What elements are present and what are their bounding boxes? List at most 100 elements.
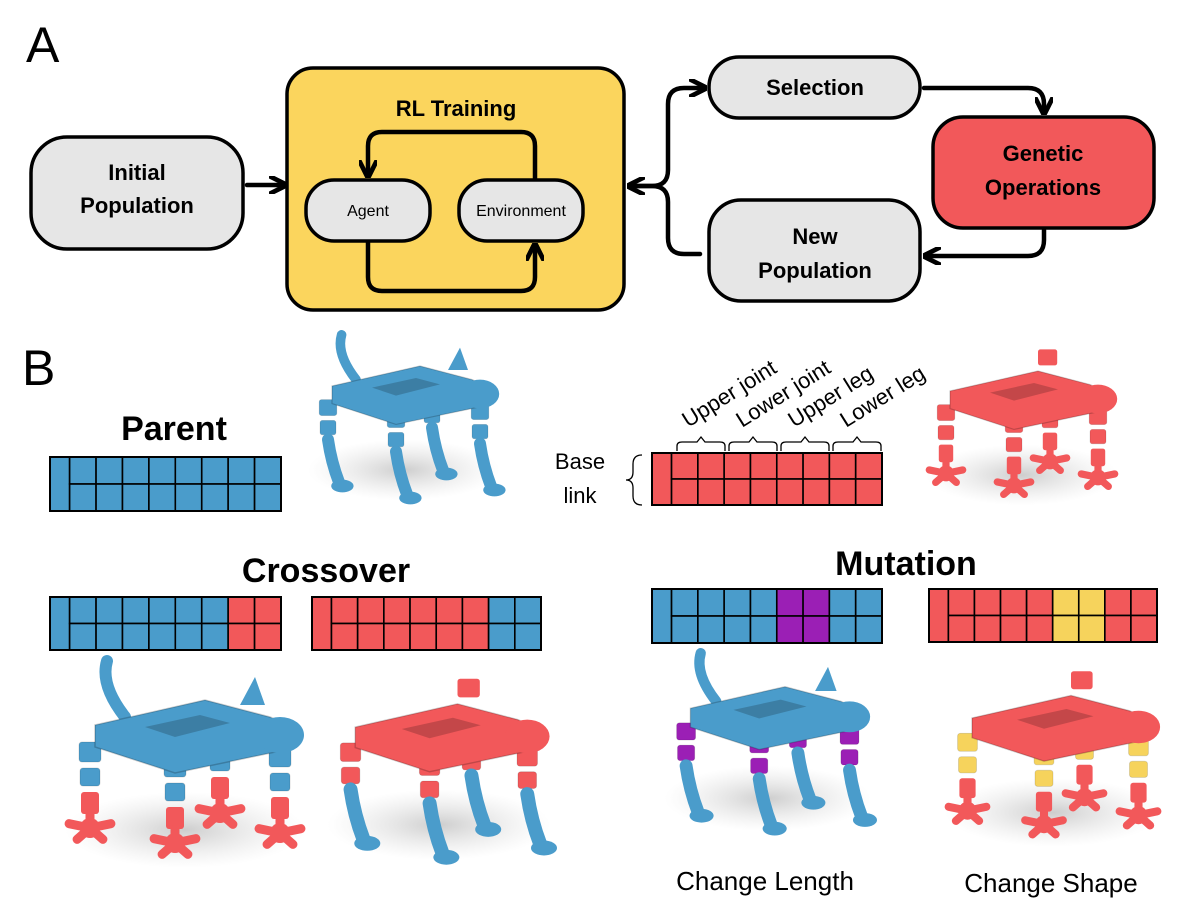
- panel-a-letter: A: [26, 17, 60, 73]
- robot-top-block: [1071, 671, 1093, 690]
- genome-cell: [1025, 588, 1054, 617]
- brace-upper-joint: [676, 435, 726, 451]
- robot-upper-leg: [1076, 764, 1093, 785]
- reference-robot-icon: [925, 349, 1119, 506]
- robot-lower-leg: [520, 787, 548, 852]
- robot-lower-joint: [340, 766, 361, 785]
- genome-cell: [356, 596, 385, 625]
- genome-cell: [999, 614, 1028, 643]
- robot-ear: [815, 666, 837, 691]
- genome-cell: [95, 483, 124, 512]
- parent-robot-icon: [308, 330, 506, 505]
- robot-body-cavity: [372, 378, 440, 396]
- genome-cell: [487, 622, 516, 651]
- robot-upper-leg: [81, 792, 99, 814]
- genome-border: [651, 588, 883, 644]
- robot-foot-hub: [210, 803, 230, 823]
- base-link-label-line2: link: [563, 483, 597, 508]
- genome-cell: [95, 456, 124, 485]
- genome-cell: [174, 622, 203, 651]
- genome-border: [651, 452, 883, 506]
- genome-cell: [854, 478, 883, 506]
- parent-title: Parent: [121, 410, 227, 448]
- robot-shadow: [65, 792, 305, 868]
- genome-cell: [174, 483, 203, 512]
- genome-base-cell: [651, 588, 673, 644]
- genome-cell: [68, 622, 97, 651]
- new-population-node: New Population: [707, 198, 922, 303]
- robot-lower-joint: [677, 744, 696, 762]
- genome-cell: [487, 596, 516, 625]
- arrow-newpop-to-rl: [634, 186, 703, 257]
- genome-cell: [1077, 588, 1106, 617]
- genome-cell: [854, 615, 883, 644]
- robot-body-cavity: [990, 383, 1058, 401]
- genome-cell: [670, 588, 699, 617]
- robot-lower-joint: [269, 772, 291, 792]
- genome-cell: [409, 596, 438, 625]
- robot-lower-joint: [387, 432, 405, 448]
- genome-cell: [95, 622, 124, 651]
- robot-top-block: [1038, 349, 1058, 366]
- robot-lower-joint: [471, 424, 489, 440]
- robot-lower-leg: [322, 433, 346, 489]
- genome-cell: [253, 483, 282, 512]
- robot-lower-joint: [1005, 437, 1023, 453]
- genome-cell: [121, 483, 150, 512]
- genome-cell: [514, 622, 542, 651]
- robot-foot-hub: [1042, 453, 1058, 470]
- robot-foot: [852, 813, 878, 827]
- mutation-length-genome: [651, 588, 883, 644]
- robot-head: [256, 717, 304, 753]
- robot-head: [1078, 384, 1118, 414]
- robot-foot: [354, 835, 381, 851]
- environment-label: Environment: [476, 203, 566, 220]
- robot-foot: [399, 491, 422, 505]
- crossover-robot-icon-1: [64, 655, 306, 868]
- genome-cell: [253, 622, 282, 651]
- robot-foot-hub: [165, 833, 185, 853]
- genome-cell: [461, 596, 490, 625]
- robot-lower-leg: [752, 772, 778, 832]
- robot-foot: [331, 479, 354, 493]
- mutation-shape-genome: [928, 588, 1158, 643]
- genome-cell: [253, 456, 282, 485]
- robot-upper-leg: [1035, 791, 1053, 812]
- change-shape-caption: Change Shape: [964, 868, 1137, 898]
- robot-shadow: [926, 444, 1118, 506]
- genome-cell: [383, 622, 411, 651]
- environment-box: [457, 178, 585, 243]
- genome-border: [311, 596, 542, 651]
- genome-cell: [802, 588, 831, 617]
- panel-b-letter: B: [22, 340, 55, 396]
- robot-foot: [483, 483, 506, 497]
- robot-upper-leg: [1090, 448, 1106, 467]
- genetic-operations-box: [931, 115, 1156, 230]
- robot-lower-leg: [474, 437, 498, 493]
- robot-lower-leg: [791, 746, 817, 806]
- genome-cell: [828, 615, 857, 644]
- arrow-selection-to-genetic: [921, 85, 1044, 108]
- base-link-brace: [625, 454, 643, 506]
- genome-cell: [148, 456, 177, 485]
- arrow-genetic-to-newpop: [930, 227, 1047, 256]
- initial-population-label-line1: Initial: [108, 160, 165, 185]
- genome-cell: [802, 452, 831, 480]
- genetic-operations-label-line1: Genetic: [1003, 141, 1084, 166]
- genome-cell: [174, 596, 203, 625]
- robot-upper-leg: [166, 807, 184, 829]
- robot-foot-hub: [1090, 469, 1106, 486]
- genome-cell: [749, 452, 778, 480]
- robot-lower-leg: [843, 763, 868, 824]
- genome-cell: [1104, 614, 1132, 643]
- genome-cell: [356, 622, 385, 651]
- robot-lower-joint: [79, 767, 101, 787]
- robot-head: [504, 719, 550, 754]
- genome-cell: [828, 452, 857, 480]
- genome-cell: [68, 596, 97, 625]
- genome-cell: [723, 615, 752, 644]
- genome-cell: [1130, 588, 1158, 617]
- robot-tail: [99, 655, 131, 723]
- robot-foot: [530, 840, 558, 856]
